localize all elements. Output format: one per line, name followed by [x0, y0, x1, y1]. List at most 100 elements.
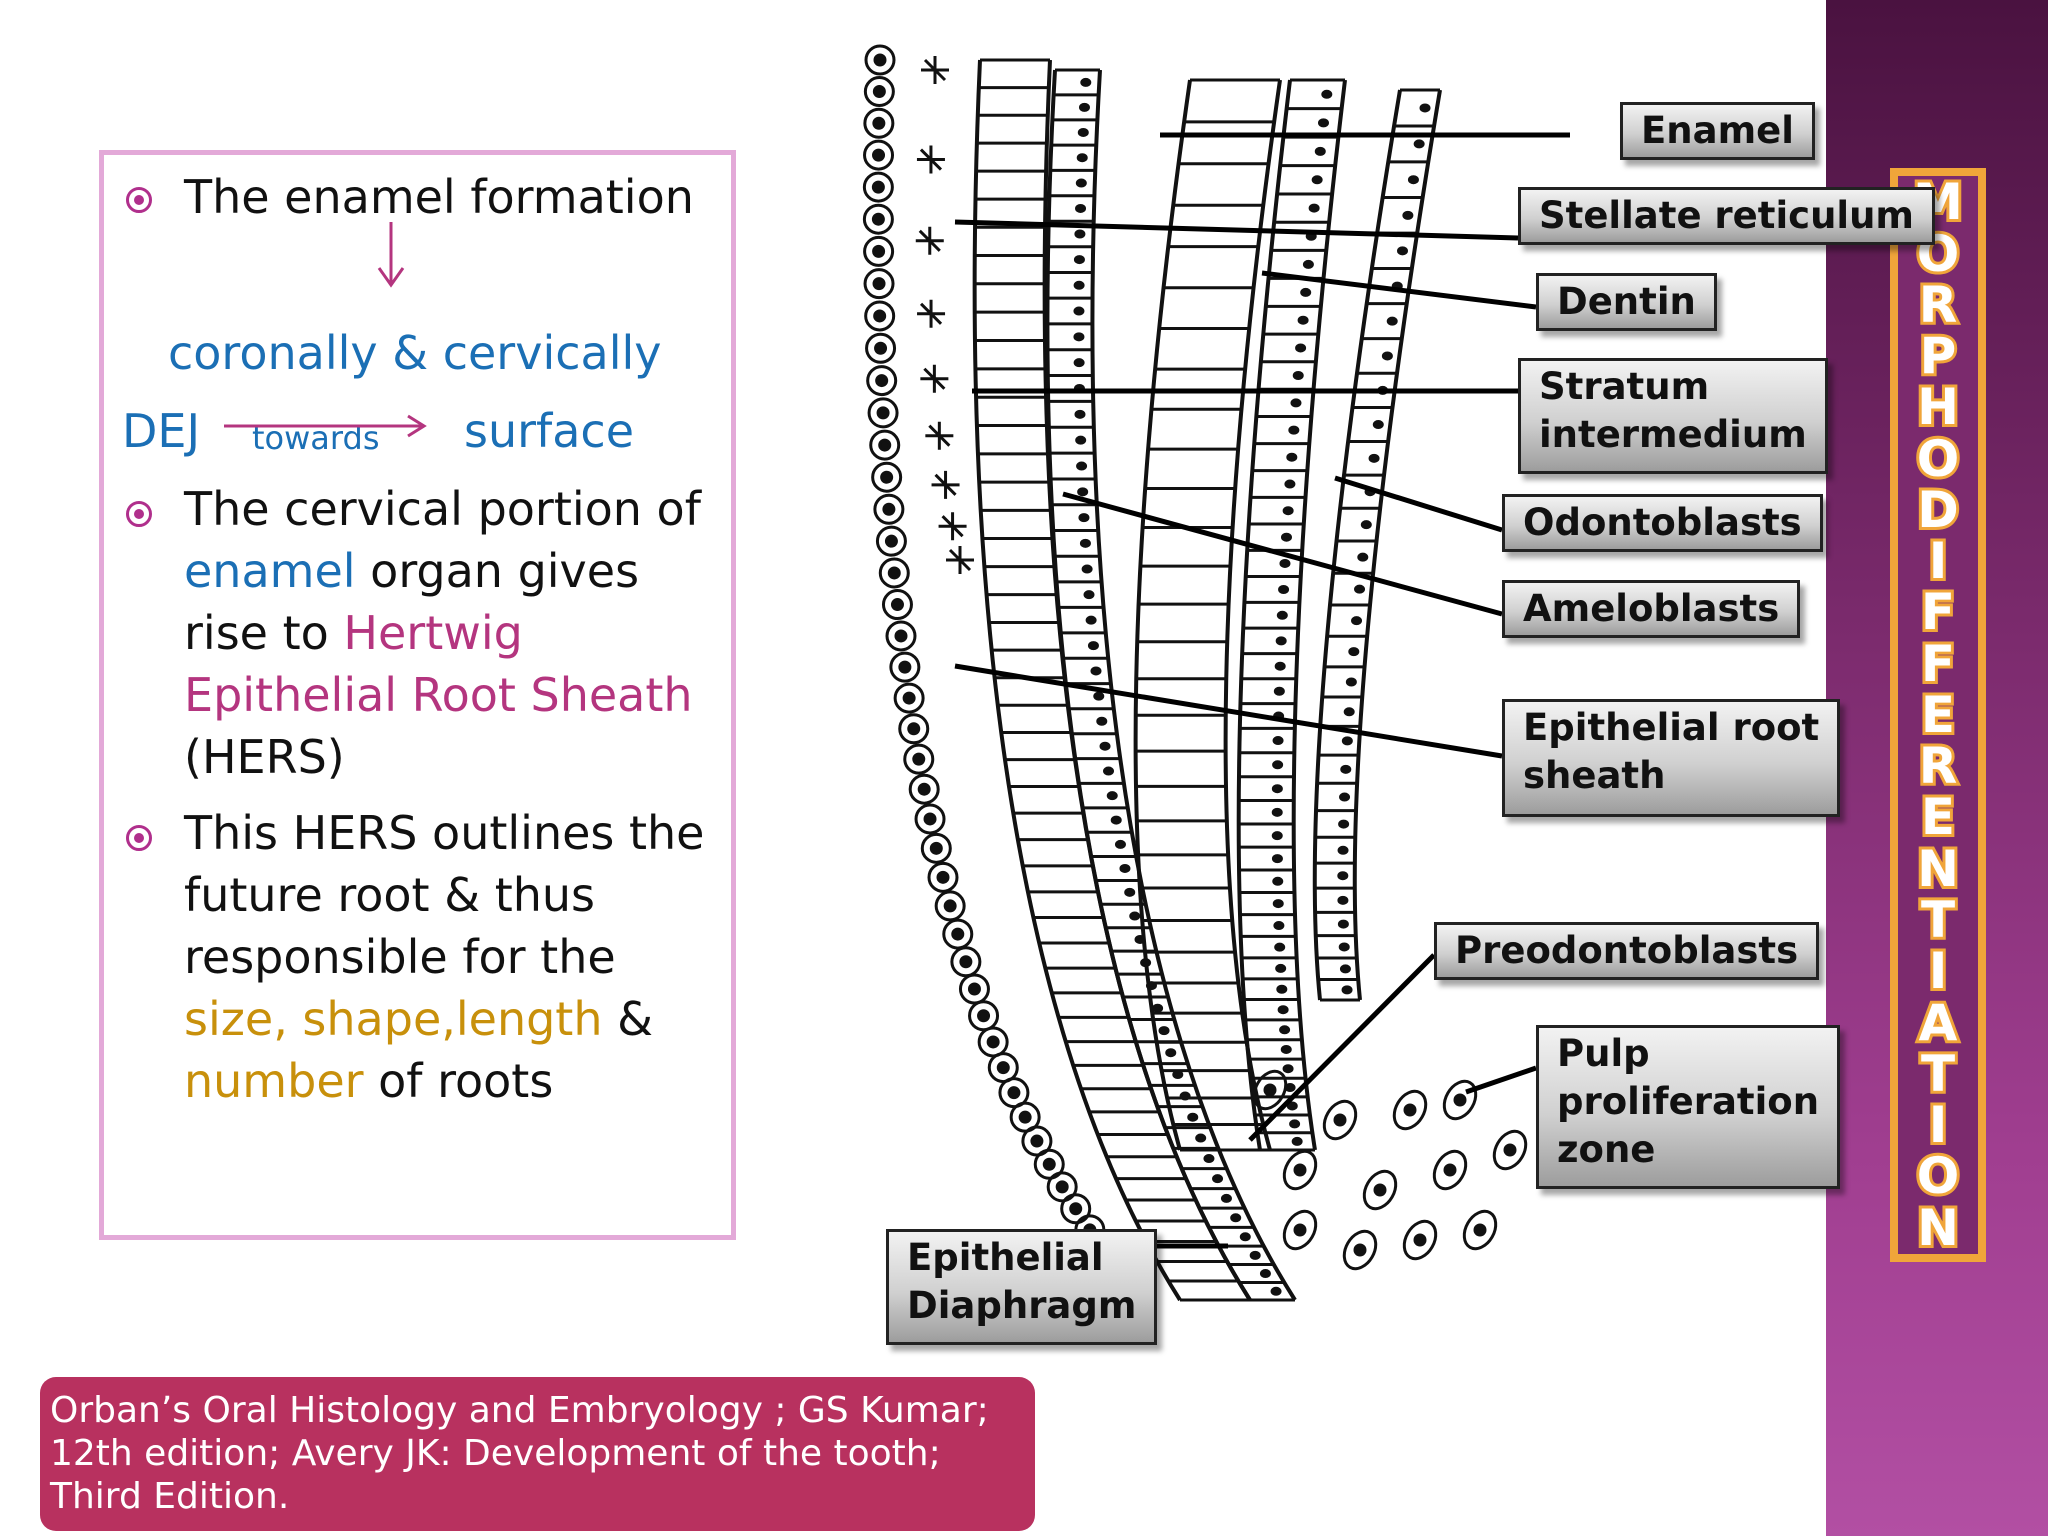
cell-nucleus — [1286, 452, 1298, 462]
stellate-cell — [916, 145, 945, 174]
label-line: Pulp — [1557, 1032, 1650, 1075]
title-letter: A — [1916, 993, 1961, 1052]
epithelial-cell — [863, 76, 895, 108]
cell-nucleus — [1129, 911, 1141, 921]
direction-text: coronally & cervically — [168, 326, 662, 380]
cell-nucleus — [1203, 1154, 1215, 1164]
cell-nucleus — [1152, 1003, 1164, 1013]
stellate-cell — [917, 299, 946, 328]
cell-nucleus — [1055, 1180, 1069, 1194]
title-letter: P — [1917, 327, 1960, 386]
title-letter: T — [1918, 1044, 1958, 1103]
cell-nucleus — [882, 502, 896, 516]
cell-nucleus — [1339, 792, 1351, 802]
cell-nucleus — [1195, 1133, 1207, 1143]
epithelial-cell — [863, 235, 895, 267]
title-letter: N — [1914, 839, 1962, 898]
cell-nucleus — [880, 470, 894, 484]
cell-nucleus — [1381, 351, 1393, 361]
title-letter: F — [1918, 583, 1958, 642]
cell-nucleus — [871, 180, 885, 194]
cell-nucleus — [872, 244, 886, 258]
cell-nucleus — [872, 116, 886, 130]
cell-nucleus — [1295, 343, 1307, 353]
cell-nucleus — [1220, 1193, 1232, 1203]
cell-nucleus — [1259, 1269, 1271, 1279]
cell-nucleus — [1368, 453, 1380, 463]
pulp-cell — [1492, 1129, 1528, 1171]
cell-nucleus — [1272, 899, 1284, 909]
cell-nucleus — [1396, 246, 1408, 256]
bullet-text: responsible for the — [184, 930, 616, 984]
cell-nucleus — [1337, 919, 1349, 929]
cell-nucleus — [1308, 203, 1320, 213]
stellate-cell — [938, 512, 967, 541]
epithelial-cell — [885, 620, 917, 652]
cell-nucleus — [996, 1061, 1010, 1075]
cell-nucleus — [1413, 139, 1425, 149]
cell-nucleus — [1172, 1070, 1184, 1080]
cell-nucleus — [1165, 1048, 1177, 1058]
title-letter: O — [1914, 429, 1962, 488]
epithelial-cell — [942, 918, 974, 950]
epithelial-cell — [863, 268, 895, 300]
label-odontoblasts: Odontoblasts — [1502, 494, 1823, 552]
cell-nucleus — [872, 277, 886, 291]
cell-nucleus — [902, 691, 916, 705]
title-letter: O — [1914, 1147, 1962, 1206]
cell-nucleus — [1077, 127, 1089, 137]
cell-nucleus — [1110, 815, 1122, 825]
epithelial-cell — [903, 743, 935, 775]
cell-nucleus — [1075, 178, 1087, 188]
epithelial-cell — [862, 171, 894, 203]
cell-nucleus — [1280, 1044, 1292, 1054]
cell-nucleus — [1293, 1163, 1307, 1177]
stellate-cell — [946, 546, 974, 574]
cell-nucleus — [1339, 964, 1351, 974]
cell-nucleus — [1074, 229, 1086, 239]
cell-nucleus — [1314, 146, 1326, 156]
cell-nucleus — [1007, 1086, 1021, 1100]
cell-nucleus — [1271, 807, 1283, 817]
cell-nucleus — [1311, 175, 1323, 185]
label-line: Epithelial root — [1523, 706, 1820, 749]
cell-nucleus — [1090, 666, 1102, 676]
cell-nucleus — [1284, 479, 1296, 489]
cell-nucleus — [1373, 1183, 1387, 1197]
cell-nucleus — [1076, 153, 1088, 163]
epithelial-cell — [914, 803, 946, 835]
epithelial-cell — [866, 365, 898, 397]
stellate-cell — [925, 421, 954, 450]
cell-nucleus — [1360, 520, 1372, 530]
label-dentin: Dentin — [1536, 273, 1717, 331]
cell-nucleus — [1093, 691, 1105, 701]
title-letter: N — [1914, 1198, 1962, 1257]
cell-nucleus — [1288, 425, 1300, 435]
label-stratum-intermedium: Stratum intermedium — [1518, 358, 1828, 474]
cell-nucleus — [907, 722, 921, 736]
cell-nucleus — [1351, 616, 1363, 626]
cell-nucleus — [1073, 280, 1085, 290]
cell-nucleus — [1073, 255, 1085, 265]
bullet-text: (HERS) — [184, 730, 345, 784]
title-letter: R — [1916, 275, 1960, 334]
cell-nucleus — [872, 85, 886, 99]
cell-nucleus — [1348, 647, 1360, 657]
cell-nucleus — [884, 534, 898, 548]
cell-nucleus — [1503, 1143, 1517, 1157]
cell-nucleus — [1076, 461, 1088, 471]
epithelial-cell — [871, 461, 903, 493]
cell-nucleus — [1286, 1101, 1298, 1111]
bullet-text: size, shape,length & — [184, 988, 653, 1050]
cell-nucleus — [1343, 707, 1355, 717]
pulp-cell — [1442, 1079, 1478, 1121]
cell-nucleus — [1372, 420, 1384, 430]
cell-nucleus — [1297, 315, 1309, 325]
label-ameloblasts: Ameloblasts — [1502, 580, 1801, 638]
bullet-text: enamel organ gives — [184, 540, 639, 602]
label-epithelial-diaphragm: Epithelial Diaphragm — [886, 1229, 1158, 1345]
cell-nucleus — [871, 212, 885, 226]
cell-nucleus — [1271, 784, 1283, 794]
cell-nucleus — [873, 309, 887, 323]
